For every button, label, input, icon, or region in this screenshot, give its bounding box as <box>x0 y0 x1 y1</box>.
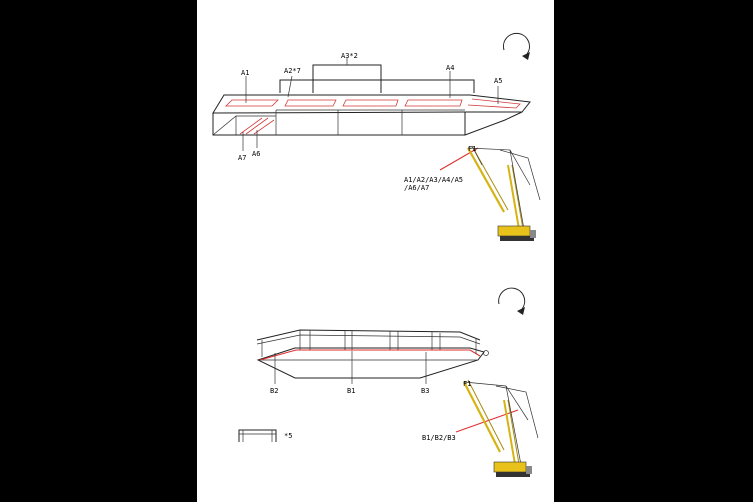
callout-top-line1: A1/A2/A3/A4/A5 <box>404 176 463 184</box>
crawler-crane-icon: F1 <box>467 145 541 241</box>
label-b1: B1 <box>347 387 355 395</box>
bottom-barge-diagram <box>238 329 519 442</box>
part-count: *5 <box>284 432 292 440</box>
label-b2: B2 <box>270 387 278 395</box>
label-a3: A3*2 <box>341 52 358 60</box>
label-a4: A4 <box>446 64 454 72</box>
crawler-crane-icon: F1 <box>463 379 539 477</box>
label-a7: A7 <box>238 154 246 162</box>
label-a1: A1 <box>241 69 249 77</box>
label-a2: A2*7 <box>284 67 301 75</box>
svg-text:F1: F1 <box>468 145 476 153</box>
top-hull-diagram <box>212 58 531 171</box>
label-a5: A5 <box>494 77 502 85</box>
callout-bottom: B1/B2/B3 <box>422 434 456 442</box>
callout-top-line2: /A6/A7 <box>404 184 429 192</box>
label-a6: A6 <box>252 150 260 158</box>
rotate-clockwise-icon <box>498 287 526 315</box>
svg-text:F1: F1 <box>463 380 471 388</box>
rotate-clockwise-icon <box>503 32 530 60</box>
label-b3: B3 <box>421 387 429 395</box>
